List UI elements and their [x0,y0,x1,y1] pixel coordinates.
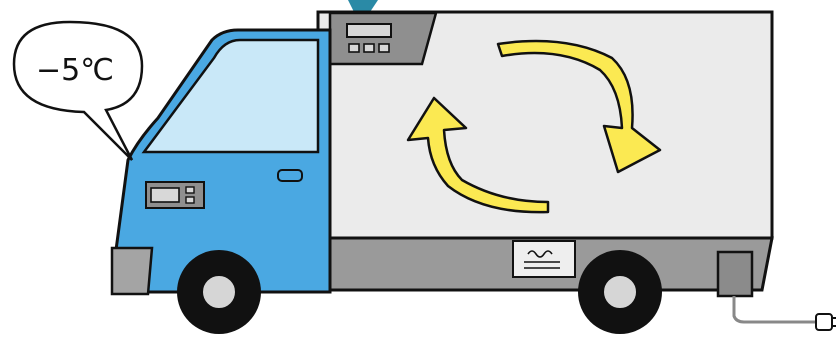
refrigeration-unit [330,13,436,64]
control-button-1 [349,44,359,52]
cab-display-button-1 [186,187,194,193]
refrigeration-display [347,24,391,37]
rear-wheel [578,250,662,334]
front-bumper [112,248,152,294]
power-plug-icon [816,314,836,330]
power-cable [734,296,818,322]
license-plate [513,241,575,277]
control-button-3 [379,44,389,52]
speech-bubble [14,22,142,160]
cab-window [144,40,318,152]
cab-display-button-2 [186,197,194,203]
control-button-2 [364,44,374,52]
rear-bumper [718,252,752,296]
cab-display-screen [151,188,179,202]
door-handle [278,170,302,181]
top-decoration [348,0,378,12]
speech-bubble-temperature: −5℃ [36,53,114,88]
front-wheel [177,250,261,334]
